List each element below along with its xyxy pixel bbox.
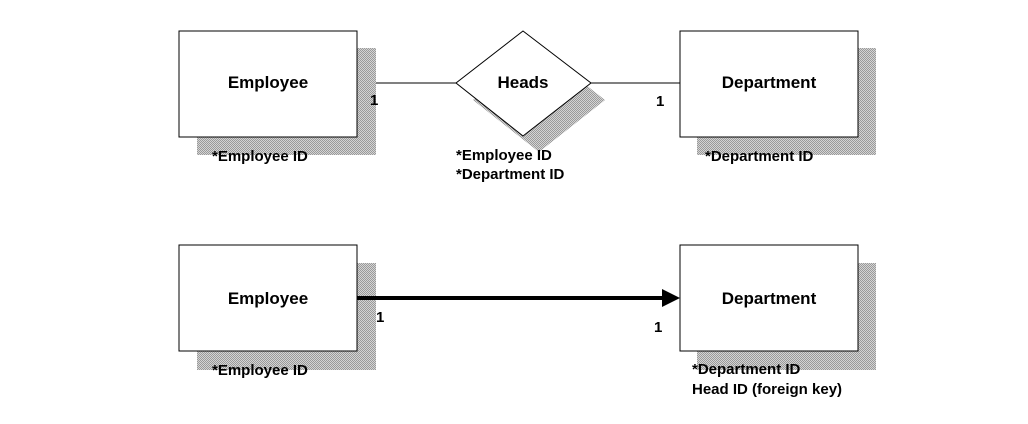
relationship-name: Heads	[497, 73, 548, 92]
entity-box	[679, 30, 859, 138]
cardinality-label: 1	[376, 309, 384, 326]
cardinality-label: 1	[370, 92, 378, 109]
entity-attribute: *Department ID	[692, 361, 801, 378]
entity-name: Department	[722, 289, 817, 308]
cardinality-label: 1	[654, 319, 662, 336]
entity-employee: Employee	[178, 244, 376, 370]
entity-department: Department	[679, 244, 876, 370]
relationship-heads: Heads	[455, 30, 605, 152]
relationship-attribute: *Department ID	[456, 166, 565, 183]
relationship-diamond	[455, 30, 592, 137]
entity-employee: Employee	[178, 30, 376, 155]
entity-box	[679, 244, 859, 352]
entity-name: Employee	[228, 289, 308, 308]
entity-attribute: Head ID (foreign key)	[692, 381, 842, 398]
cardinality-label: 1	[656, 93, 664, 110]
entity-box	[178, 30, 358, 138]
relationship-attribute: *Employee ID	[456, 147, 552, 164]
entity-name: Department	[722, 73, 817, 92]
diagram-1: Employee *Employee ID Heads *Employee ID…	[178, 30, 876, 183]
entity-attribute: *Department ID	[705, 148, 814, 165]
entity-attribute: *Employee ID	[212, 362, 308, 379]
entity-name: Employee	[228, 73, 308, 92]
entity-attribute: *Employee ID	[212, 148, 308, 165]
entity-department: Department	[679, 30, 876, 155]
arrowhead-icon	[662, 289, 680, 307]
entity-box	[178, 244, 358, 352]
diagram-2: Employee *Employee ID Department *Depart…	[178, 244, 876, 398]
